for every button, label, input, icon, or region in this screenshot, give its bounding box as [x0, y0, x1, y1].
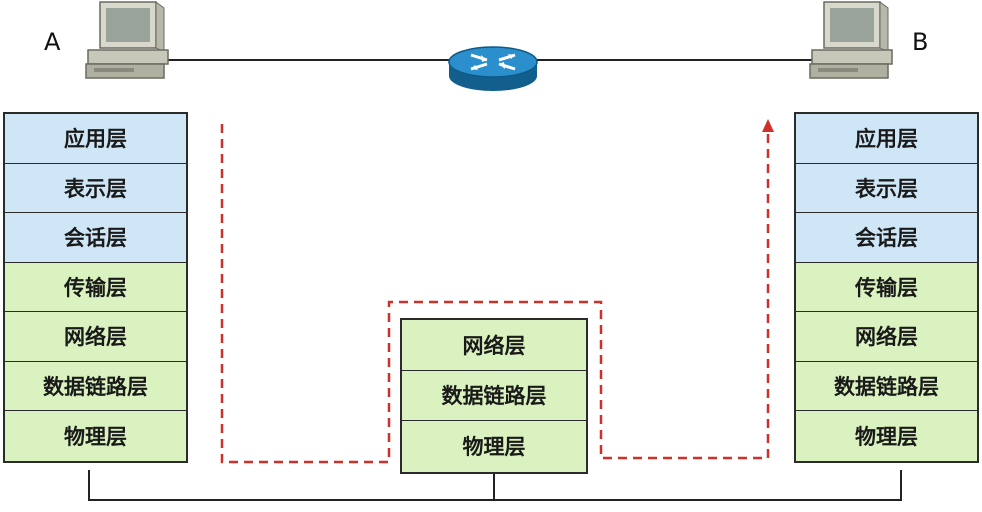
host-b-physical-layer: 物理层 [796, 411, 977, 461]
router-data-link-layer: 数据链路层 [402, 370, 586, 421]
host-b-network-layer: 网络层 [796, 312, 977, 362]
host-a-data-link-layer: 数据链路层 [5, 361, 186, 411]
host-a-network-layer: 网络层 [5, 312, 186, 362]
router-network-layer: 网络层 [402, 320, 586, 371]
host-b-application-layer: 应用层 [796, 114, 977, 164]
physical-link-bottom [88, 470, 902, 501]
host-a-application-layer: 应用层 [5, 114, 186, 164]
host-a-transport-layer: 传输层 [5, 262, 186, 312]
data-flow-path [220, 124, 770, 464]
host-b-label: B [912, 28, 929, 56]
router-icon [448, 46, 538, 91]
router-protocol-stack: 网络层 数据链路层 物理层 [400, 318, 588, 474]
host-a-presentation-layer: 表示层 [5, 163, 186, 213]
host-a-session-layer: 会话层 [5, 213, 186, 263]
host-b-data-link-layer: 数据链路层 [796, 361, 977, 411]
computer-icon [809, 1, 893, 79]
host-a-protocol-stack: 应用层 表示层 会话层 传输层 网络层 数据链路层 物理层 [3, 112, 188, 463]
computer-icon [85, 1, 169, 79]
host-b-presentation-layer: 表示层 [796, 163, 977, 213]
host-b-transport-layer: 传输层 [796, 262, 977, 312]
host-b-protocol-stack: 应用层 表示层 会话层 传输层 网络层 数据链路层 物理层 [794, 112, 979, 463]
host-a-physical-layer: 物理层 [5, 411, 186, 461]
host-a-label: A [44, 28, 61, 56]
data-flow-arrowhead [762, 119, 774, 132]
router-physical-layer: 物理层 [402, 421, 586, 472]
host-b-session-layer: 会话层 [796, 213, 977, 263]
